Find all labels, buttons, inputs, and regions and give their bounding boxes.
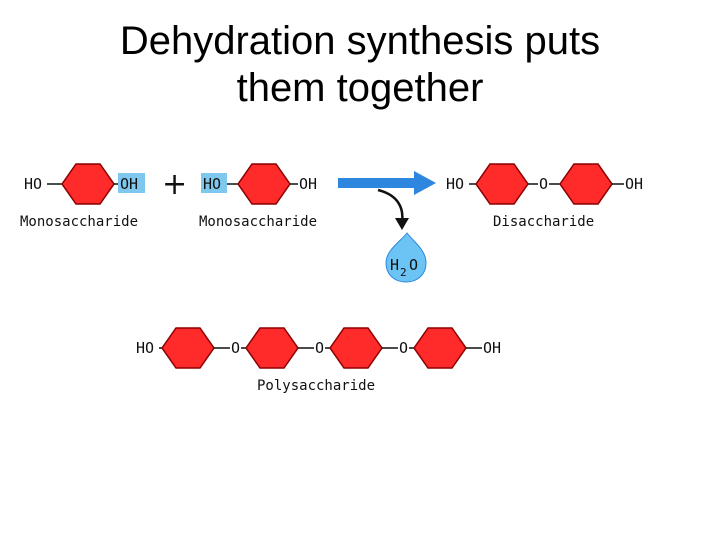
oh-group: OH [483, 339, 501, 357]
water-h: H [390, 256, 399, 274]
caption-monosaccharide-left: Monosaccharide [20, 214, 138, 230]
glycosidic-o: O [539, 175, 548, 193]
glycosidic-o: O [315, 339, 324, 357]
oh-group: OH [299, 175, 317, 193]
reaction-arrow-icon [338, 171, 436, 195]
page-title: Dehydration synthesis puts them together [0, 18, 720, 112]
sugar-ring [413, 327, 467, 369]
caption-monosaccharide-right: Monosaccharide [199, 214, 317, 230]
monosaccharide-left: HO OH Monosaccharide [20, 163, 145, 230]
glycosidic-o: O [399, 339, 408, 357]
water-o: O [409, 256, 418, 274]
glycosidic-o: O [231, 339, 240, 357]
sugar-ring [475, 163, 529, 205]
sugar-ring [161, 327, 215, 369]
title-line-2: them together [236, 66, 484, 110]
ho-group: HO [136, 339, 154, 357]
polysaccharide: HO O O O OH Polysaccharide [136, 327, 501, 394]
sugar-ring [237, 163, 291, 205]
sugar-ring [329, 327, 383, 369]
oh-highlight [118, 173, 145, 193]
oh-group: OH [120, 175, 138, 193]
caption-polysaccharide: Polysaccharide [257, 378, 375, 394]
ho-group: HO [24, 175, 42, 193]
water-release-arrow-icon [377, 188, 409, 230]
title-line-1: Dehydration synthesis puts [119, 19, 601, 63]
monosaccharide-right: HO OH Monosaccharide [199, 163, 317, 230]
sugar-ring [245, 327, 299, 369]
ho-group: HO [203, 175, 221, 193]
sugar-ring [61, 163, 115, 205]
sugar-ring [559, 163, 613, 205]
oh-group: OH [625, 175, 643, 193]
plus-sign: + [162, 167, 187, 202]
caption-disaccharide: Disaccharide [493, 214, 594, 230]
ho-highlight [201, 173, 227, 193]
ho-group: HO [446, 175, 464, 193]
water-subscript: 2 [400, 266, 407, 279]
water-droplet-icon: H 2 O [385, 232, 427, 283]
disaccharide: HO O OH Disaccharide [446, 163, 643, 230]
